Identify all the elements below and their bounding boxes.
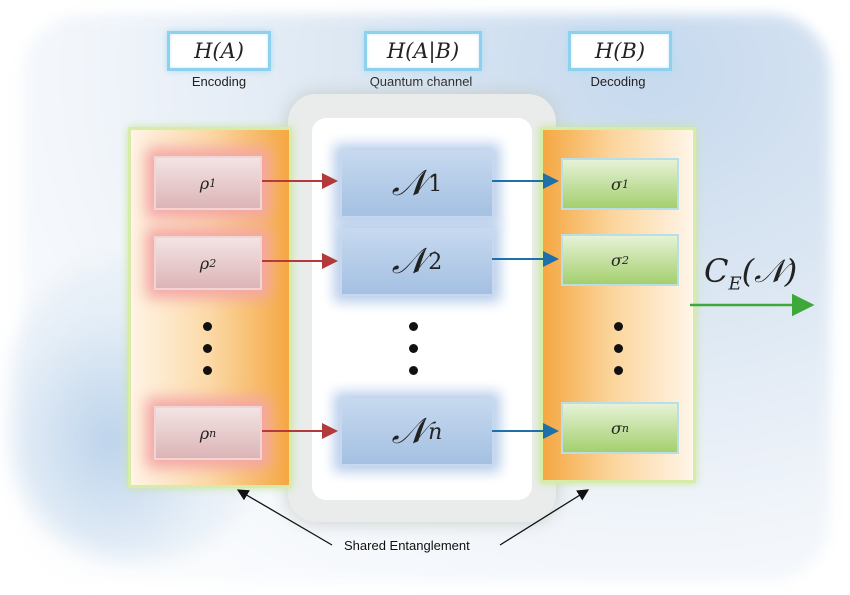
decoder-symbol: σ bbox=[611, 250, 622, 270]
encoder-subscript: 2 bbox=[209, 256, 217, 270]
header-channel-entropy: H(A|B) bbox=[364, 31, 482, 71]
channel-subscript: n bbox=[428, 419, 443, 445]
channel-ellipsis bbox=[409, 322, 419, 388]
encoder-symbol: ρ bbox=[199, 173, 210, 193]
encoder-symbol: ρ bbox=[199, 253, 210, 273]
encoder-subscript: n bbox=[209, 426, 217, 440]
encoder-ellipsis bbox=[203, 322, 213, 388]
channel-symbol: 𝒩 bbox=[391, 163, 427, 204]
header-encoding-math: H(A) bbox=[194, 39, 244, 63]
encoder-symbol: ρ bbox=[199, 423, 210, 443]
shared-entanglement-label: Shared Entanglement bbox=[344, 538, 470, 553]
capacity-argument: (𝒩) bbox=[741, 252, 798, 290]
channel-subscript: 2 bbox=[428, 249, 443, 275]
decoder-symbol: σ bbox=[611, 174, 622, 194]
encoder-subscript: 1 bbox=[209, 176, 217, 190]
capacity-symbol: C bbox=[704, 252, 729, 290]
entanglement-pointer-right bbox=[499, 489, 590, 546]
entanglement-pointer-left bbox=[236, 489, 333, 546]
header-encoding-entropy: H(A) bbox=[167, 31, 271, 71]
caption-encoding: Encoding bbox=[191, 74, 247, 89]
decoder-subscript: 1 bbox=[621, 177, 629, 191]
channel-symbol: 𝒩 bbox=[391, 411, 427, 452]
caption-channel: Quantum channel bbox=[369, 74, 473, 89]
decoder-subscript: n bbox=[621, 421, 629, 435]
decoder-symbol: σ bbox=[610, 418, 622, 438]
caption-decoding: Decoding bbox=[590, 74, 646, 89]
decoder-ellipsis bbox=[614, 322, 624, 388]
header-decoding-entropy: H(B) bbox=[568, 31, 672, 71]
channel-symbol: 𝒩 bbox=[391, 241, 427, 282]
capacity-label: CE(𝒩) bbox=[704, 252, 797, 294]
channel-subscript: 1 bbox=[428, 171, 443, 197]
decoder-subscript: 2 bbox=[621, 253, 629, 267]
capacity-subscript: E bbox=[728, 273, 742, 295]
header-decoding-math: H(B) bbox=[594, 39, 646, 63]
header-channel-math: H(A|B) bbox=[386, 39, 460, 63]
